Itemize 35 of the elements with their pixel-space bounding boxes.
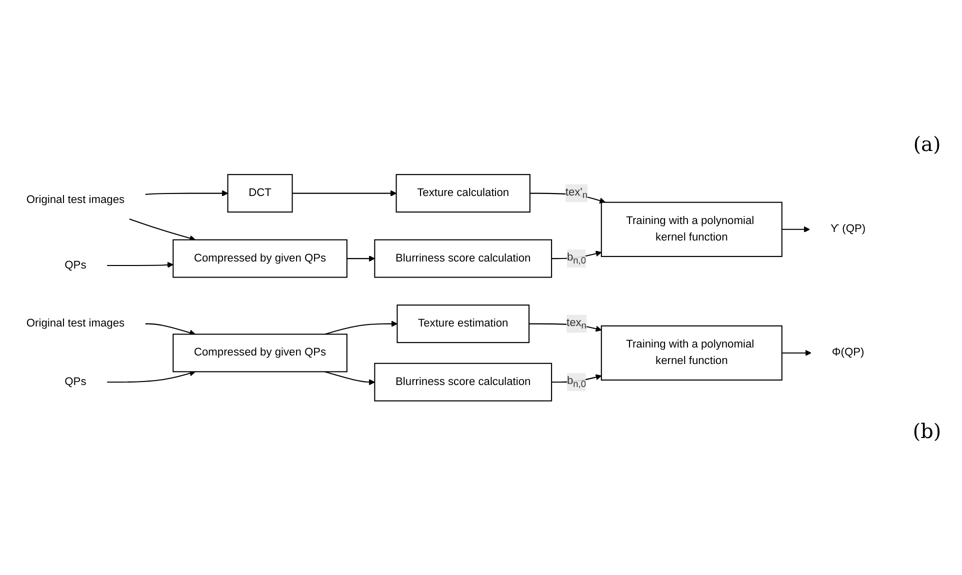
arrow	[782, 350, 812, 356]
arrow	[324, 371, 375, 385]
node-text: QPs	[64, 376, 86, 388]
node-text: Φ(QP)	[832, 346, 864, 358]
node-box: Blurriness score calculation	[374, 239, 552, 278]
node-box: DCT	[227, 174, 293, 212]
edge-label: tex$_{n}$	[566, 316, 586, 331]
arrow	[107, 262, 174, 268]
node-text: Original test images	[26, 194, 125, 206]
arrow	[782, 226, 810, 232]
arrow	[324, 320, 398, 334]
panel-label: (b)	[912, 419, 942, 444]
node-text: QPs	[64, 259, 86, 271]
arrow	[129, 218, 196, 241]
arrow	[530, 192, 606, 204]
edge-label: b$_{n,0}$	[566, 374, 586, 389]
arrow	[145, 323, 196, 336]
arrow	[292, 190, 397, 196]
node-box: Compressed by given QPs	[172, 333, 348, 372]
arrow	[552, 250, 602, 259]
node-text: ϒ (QP)	[830, 222, 866, 235]
arrow	[552, 374, 602, 382]
arrow	[346, 255, 375, 262]
edge-label: b$_{n,0}$	[566, 251, 586, 266]
node-box: Compressed by given QPs	[172, 239, 348, 278]
edge-label: tex'$_{n}$	[565, 186, 588, 200]
arrow	[145, 190, 228, 196]
node-box: Texture estimation	[396, 304, 530, 343]
node-text: Original test images	[26, 317, 125, 330]
node-box: Texture calculation	[396, 174, 530, 212]
node-box: Blurriness score calculation	[374, 362, 552, 402]
node-box: Training with a polynomial kernel function	[600, 202, 782, 257]
node-box: Training with a polynomial kernel function	[600, 325, 782, 380]
arrow	[107, 370, 196, 382]
panel-label: (a)	[913, 132, 941, 156]
